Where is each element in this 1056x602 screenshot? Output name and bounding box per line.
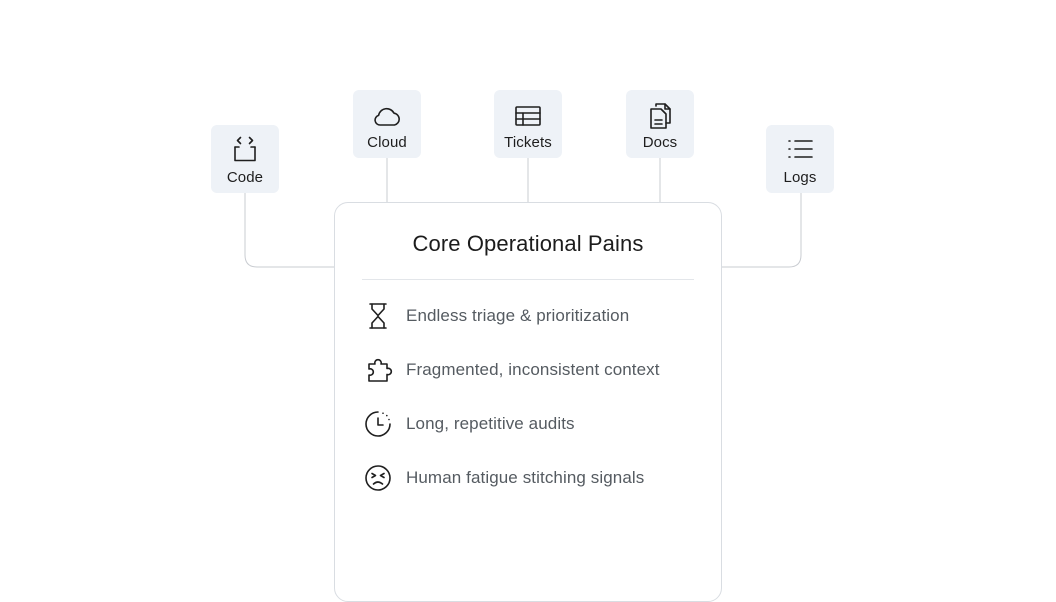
timer-icon	[362, 408, 394, 440]
pain-item: Fragmented, inconsistent context	[362, 354, 702, 386]
puzzle-piece-icon	[362, 354, 394, 386]
panel-divider	[362, 279, 694, 280]
source-label-code: Code	[226, 169, 264, 186]
pain-item: Long, repetitive audits	[362, 408, 702, 440]
pain-label: Endless triage & prioritization	[406, 306, 630, 325]
source-node-code: Code	[211, 125, 279, 193]
hourglass-icon	[362, 300, 394, 332]
panel-title: Core Operational Pains	[412, 231, 644, 256]
pains-panel: Core Operational Pains Endless triage & …	[334, 202, 722, 602]
source-label-cloud: Cloud	[367, 134, 407, 151]
frustrated-face-icon	[362, 462, 394, 494]
source-node-tickets: Tickets	[494, 90, 562, 158]
source-label-docs: Docs	[642, 134, 678, 151]
table-icon	[512, 100, 544, 132]
documents-icon	[644, 100, 676, 132]
pain-label: Long, repetitive audits	[406, 414, 575, 433]
pain-label: Human fatigue stitching signals	[406, 468, 645, 487]
connector-logs	[722, 193, 802, 268]
list-icon	[784, 135, 816, 167]
connector-code	[244, 193, 334, 268]
source-node-docs: Docs	[626, 90, 694, 158]
pain-label: Fragmented, inconsistent context	[406, 360, 660, 379]
cloud-icon	[371, 100, 403, 132]
connector-lines	[244, 158, 802, 268]
source-node-cloud: Cloud	[353, 90, 421, 158]
pain-item: Endless triage & prioritization	[362, 300, 702, 332]
code-icon	[229, 135, 261, 167]
source-label-logs: Logs	[783, 169, 817, 186]
source-node-logs: Logs	[766, 125, 834, 193]
source-label-tickets: Tickets	[504, 134, 552, 151]
pain-item: Human fatigue stitching signals	[362, 462, 702, 494]
